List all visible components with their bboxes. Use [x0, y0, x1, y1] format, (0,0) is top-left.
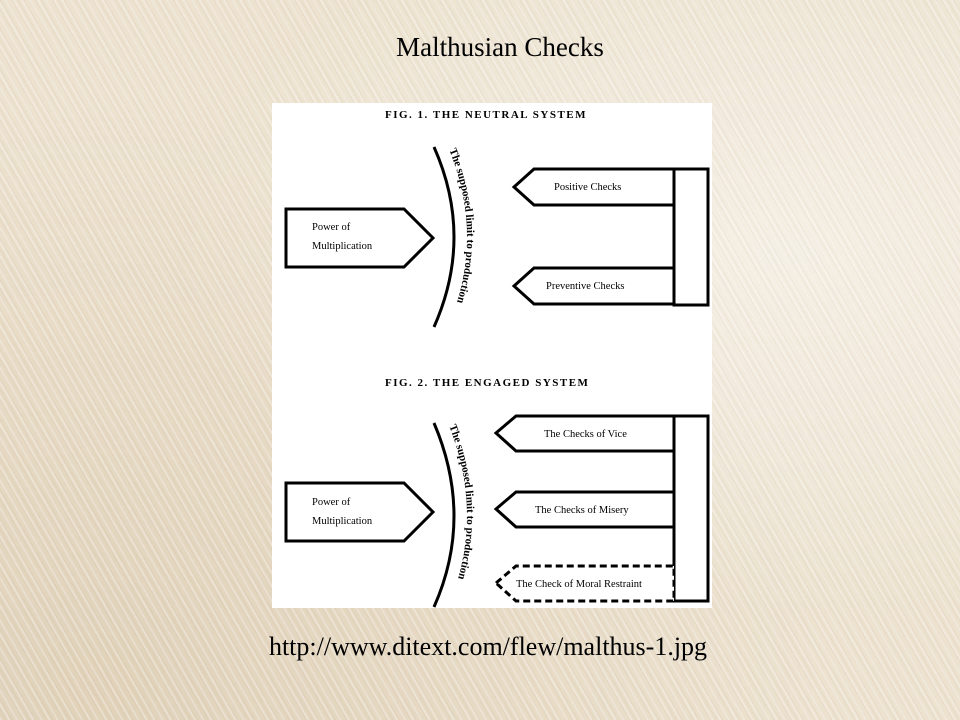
fig2-power-line1: Power of	[312, 497, 351, 508]
fig1-positive-checks-arrow	[511, 167, 676, 207]
fig2-check-of-moral-restraint-label: The Check of Moral Restraint	[516, 579, 642, 590]
fig1-positive-checks-label: Positive Checks	[554, 182, 621, 193]
fig2-checks-of-vice-arrow	[493, 414, 676, 453]
fig1-right-bar	[672, 167, 710, 307]
fig1-curve-label: The supposed limit to production	[446, 147, 476, 305]
malthus-figure: FIG. 1. THE NEUTRAL SYSTEM Power of Mult…	[272, 103, 712, 608]
fig2-label: FIG. 2. THE ENGAGED SYSTEM	[385, 377, 589, 389]
fig1-power-box	[284, 207, 436, 269]
fig1-power-line2: Multiplication	[312, 241, 373, 252]
source-url[interactable]: http://www.ditext.com/flew/malthus-1.jpg	[268, 632, 708, 661]
fig1-label: FIG. 1. THE NEUTRAL SYSTEM	[385, 109, 587, 121]
fig2-checks-of-misery-arrow	[493, 490, 676, 529]
malthus-diagram: FIG. 1. THE NEUTRAL SYSTEM Power of Mult…	[284, 109, 710, 608]
fig2-power-box	[284, 481, 436, 543]
fig2-power-line2: Multiplication	[312, 516, 373, 527]
fig1-preventive-checks-arrow	[511, 266, 676, 306]
fig2-check-of-moral-restraint-arrow	[493, 564, 676, 603]
fig1-preventive-checks-label: Preventive Checks	[546, 281, 624, 292]
fig1-power-line1: Power of	[312, 222, 351, 233]
fig1-limit-curve	[432, 146, 456, 328]
fig2-right-bar	[672, 414, 710, 603]
fig2-checks-of-misery-label: The Checks of Misery	[535, 505, 629, 516]
fig2-limit-curve	[432, 422, 456, 608]
fig2-checks-of-vice-label: The Checks of Vice	[544, 429, 627, 440]
slide-title: Malthusian Checks	[396, 32, 604, 62]
